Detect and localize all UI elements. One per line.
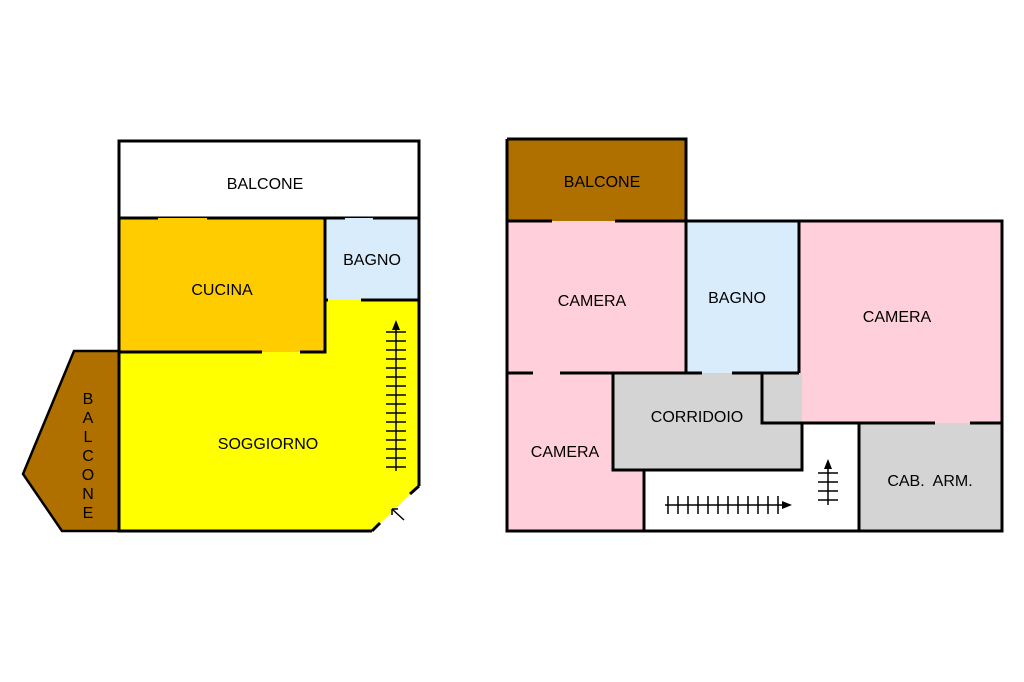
left-bagno [325,218,419,300]
right-cab-arm [859,423,1002,531]
left-stair [386,320,406,471]
left-bagno-label: BAGNO [343,252,401,269]
svg-text:N: N [82,486,94,503]
svg-text:C: C [82,448,94,465]
svg-text:A: A [83,410,94,427]
right-camera-2-label: CAMERA [863,309,932,326]
right-bagno-label: BAGNO [708,290,766,307]
right-stair-horizontal [665,496,792,514]
left-floor-plan: BALCONE CUCINA BAGNO SOGGIORNO B A L C O… [21,139,421,533]
right-cab-arm-label: CAB. ARM. [887,473,972,490]
right-camera-2 [762,221,1002,423]
left-balcone-side-label: B A L C O N E [82,391,94,522]
svg-text:L: L [84,429,93,446]
left-soggiorno-label: SOGGIORNO [218,436,318,453]
right-balcone-label: BALCONE [564,174,640,191]
right-stair-vertical [818,459,838,505]
right-bagno [686,221,799,373]
right-camera-1 [507,221,686,373]
svg-text:B: B [83,391,94,408]
svg-text:O: O [82,467,94,484]
left-balcone-side [21,349,121,533]
left-soggiorno [119,300,419,531]
left-balcone-top-label: BALCONE [227,176,303,193]
right-camera-1-label: CAMERA [558,293,627,310]
right-balcone [507,139,686,221]
right-camera-3 [507,373,644,531]
right-corridoio-label: CORRIDOIO [651,409,743,426]
left-cucina-label: CUCINA [191,282,253,299]
right-floor-plan: BALCONE CAMERA BAGNO CAMERA CORRIDOIO CA… [505,137,1004,533]
left-cucina [119,218,325,352]
right-camera-3-label: CAMERA [531,444,600,461]
svg-text:E: E [83,505,94,522]
